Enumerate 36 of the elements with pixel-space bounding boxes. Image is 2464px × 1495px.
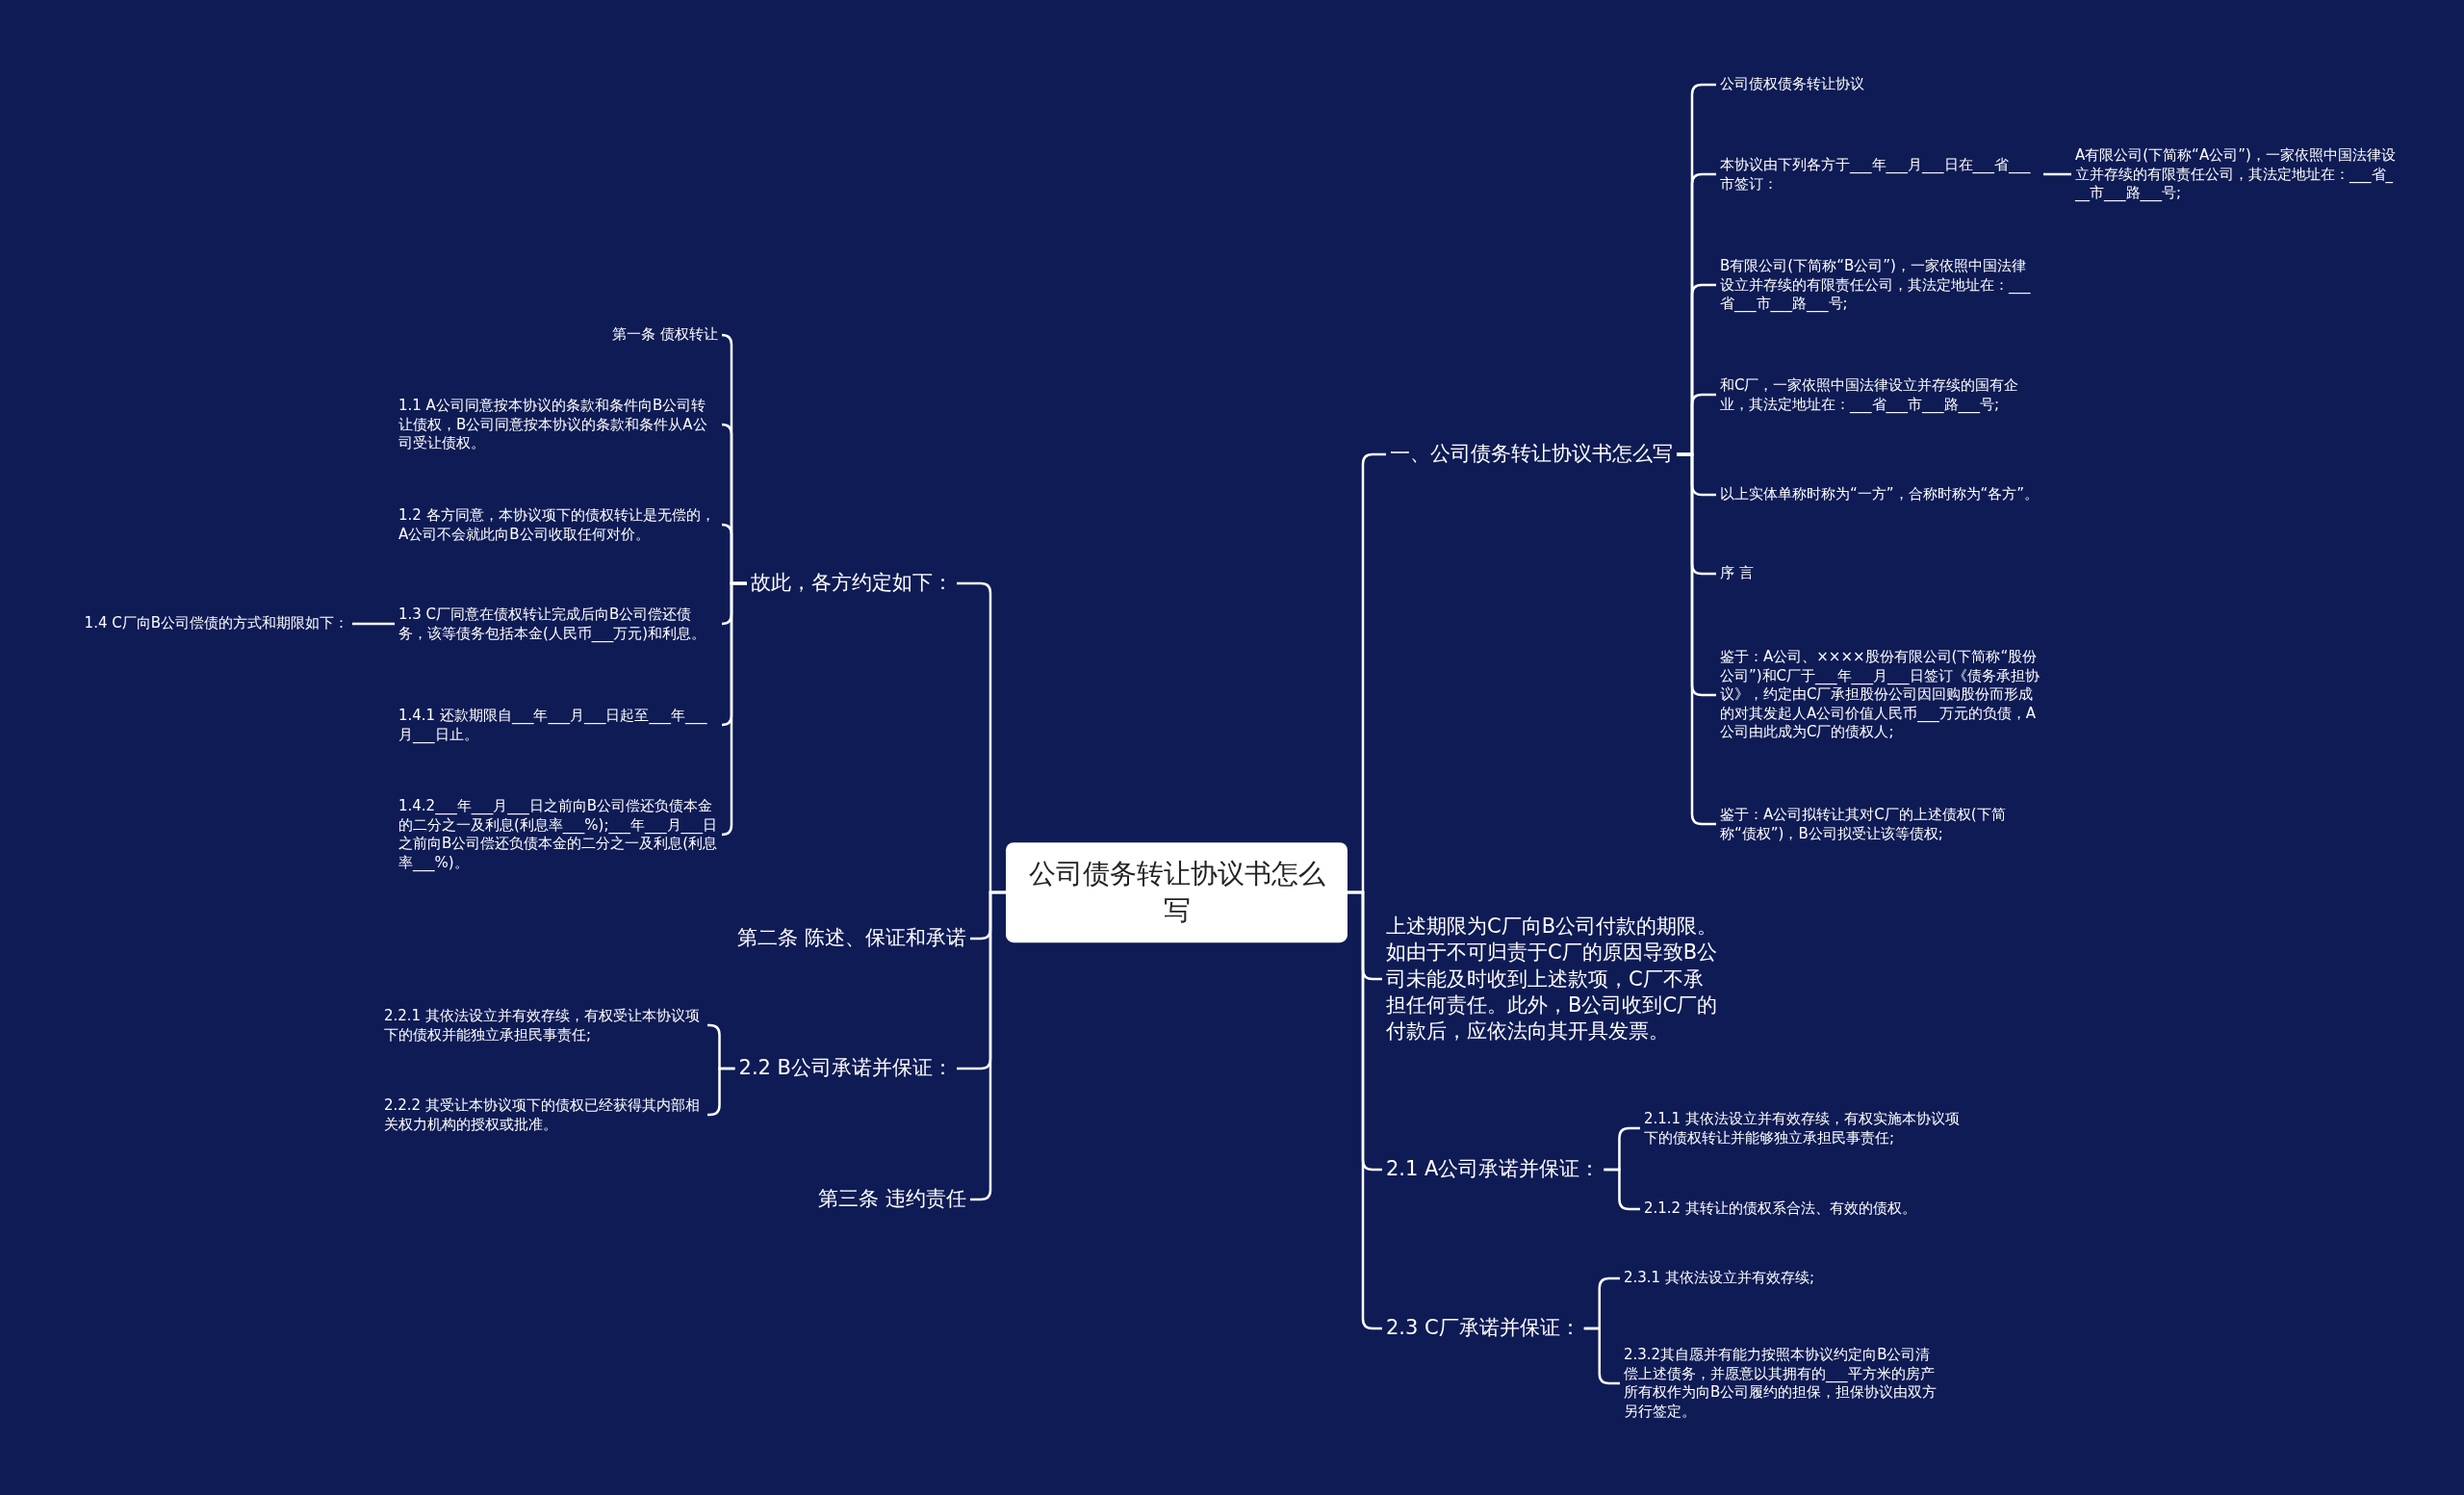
connector-line xyxy=(352,622,395,626)
subtopic-text: 公司债权债务转让协议 xyxy=(1716,75,1868,94)
topic-text: 第二条 陈述、保证和承诺 xyxy=(733,925,970,952)
topic-text: 2.1 A公司承诺并保证： xyxy=(1382,1156,1604,1183)
connector-line xyxy=(707,1067,735,1117)
subtopic-text: 第一条 债权转让 xyxy=(608,325,722,345)
central-topic-box: 公司债务转让协议书怎么写 xyxy=(1006,842,1348,942)
topic-text: 一、公司债务转让协议书怎么写 xyxy=(1386,441,1677,468)
subtopic-text: 以上实体单称时称为“一方”，合称时称为“各方”。 xyxy=(1716,485,2043,504)
subtopic-text: 1.2 各方同意，本协议项下的债权转让是无偿的，A公司不会就此向B公司收取任何对价。 xyxy=(395,505,722,544)
connector-line xyxy=(2043,172,2071,176)
subtopic-text: 1.1 A公司同意按本协议的条款和条件向B公司转让债权，B公司同意按本协议的条款和条件从A公司受让债权。 xyxy=(395,396,722,453)
subtopic-text: 和C厂，一家依照中国法律设立并存续的国有企业，其法定地址在：___省___市___路___号; xyxy=(1716,375,2043,414)
subtopic-text: 1.3 C厂同意在债权转让完成后向B公司偿还债务，该等债务包括本金(人民币___万元)和利息。 xyxy=(395,605,722,643)
subtopic-text: 2.2.1 其依法设立并有效存续，有权受让本协议项下的债权并能独立承担民事责任; xyxy=(380,1006,707,1044)
subtopic-text: 2.2.2 其受让本协议项下的债权已经获得其内部相关权力机构的授权或批准。 xyxy=(380,1095,707,1134)
topic-text: 故此，各方约定如下： xyxy=(747,570,957,597)
subtopic-text: 鉴于：A公司、××××股份有限公司(下简称“股份公司”)和C厂于___年___月___日签订《债务承担协议》，约定由C厂承担股份公司因回购股份而形成的对其发起人A公司价值人民币___万元的负债，A公司由此成为C厂的债权人; xyxy=(1716,648,2043,742)
subtopic-text: 2.1.1 其依法设立并有效存续，有权实施本协议项下的债权转让并能够独立承担民事责任; xyxy=(1640,1109,1967,1147)
subtopic-text: 1.4 C厂向B公司偿债的方式和期限如下： xyxy=(80,614,352,633)
connector-line xyxy=(720,581,747,837)
subtopic-text: 2.1.2 其转让的债权系合法、有效的债权。 xyxy=(1640,1199,1920,1219)
subtopic-text: 1.4.1 还款期限自___年___月___日起至___年___月___日止。 xyxy=(395,706,722,744)
subtopic-text: 本协议由下列各方于___年___月___日在___省___市签订： xyxy=(1716,155,2043,193)
subtopic-text: 2.3.1 其依法设立并有效存续; xyxy=(1620,1269,1818,1288)
subtopic-text: B有限公司(下简称“B公司”)，一家依照中国法律设立并存续的有限责任公司，其法定地址在：___省___市___路___号; xyxy=(1716,256,2043,314)
subtopic-text: 鉴于：A公司拟转让其对C厂的上述债权(下简称“债权”)，B公司拟受让该等债权; xyxy=(1716,805,2043,843)
topic-text: 上述期限为C厂向B公司付款的期限。如由于不可归责于C厂的原因导致B公司未能及时收到上述款项，C厂不承担任何责任。此外，B公司收到C厂的付款后，应依法向其开具发票。 xyxy=(1382,913,1724,1045)
topic-text: 2.3 C厂承诺并保证： xyxy=(1382,1315,1584,1342)
topic-text: 2.2 B公司承诺并保证： xyxy=(734,1055,957,1082)
subtopic-text: 2.3.2其自愿并有能力按照本协议约定向B公司清偿上述债务，并愿意以其拥有的___平方米的房产所有权作为向B公司履约的担保，担保协议由双方另行签定。 xyxy=(1620,1346,1947,1421)
subtopic-text: 1.4.2___年___月___日之前向B公司偿还负债本金的二分之一及利息(利息率___%);___年___月___日之前向B公司偿还负债本金的二分之一及利息(利息率___%)。 xyxy=(395,797,722,872)
topic-text: 第三条 违约责任 xyxy=(814,1186,970,1213)
subtopic-text: A有限公司(下简称“A公司”)，一家依照中国法律设立并存续的有限责任公司，其法定地址在：___省___市___路___号; xyxy=(2071,145,2403,203)
connector-line xyxy=(1604,1168,1640,1211)
subtopic-text: 序 言 xyxy=(1716,564,1758,583)
